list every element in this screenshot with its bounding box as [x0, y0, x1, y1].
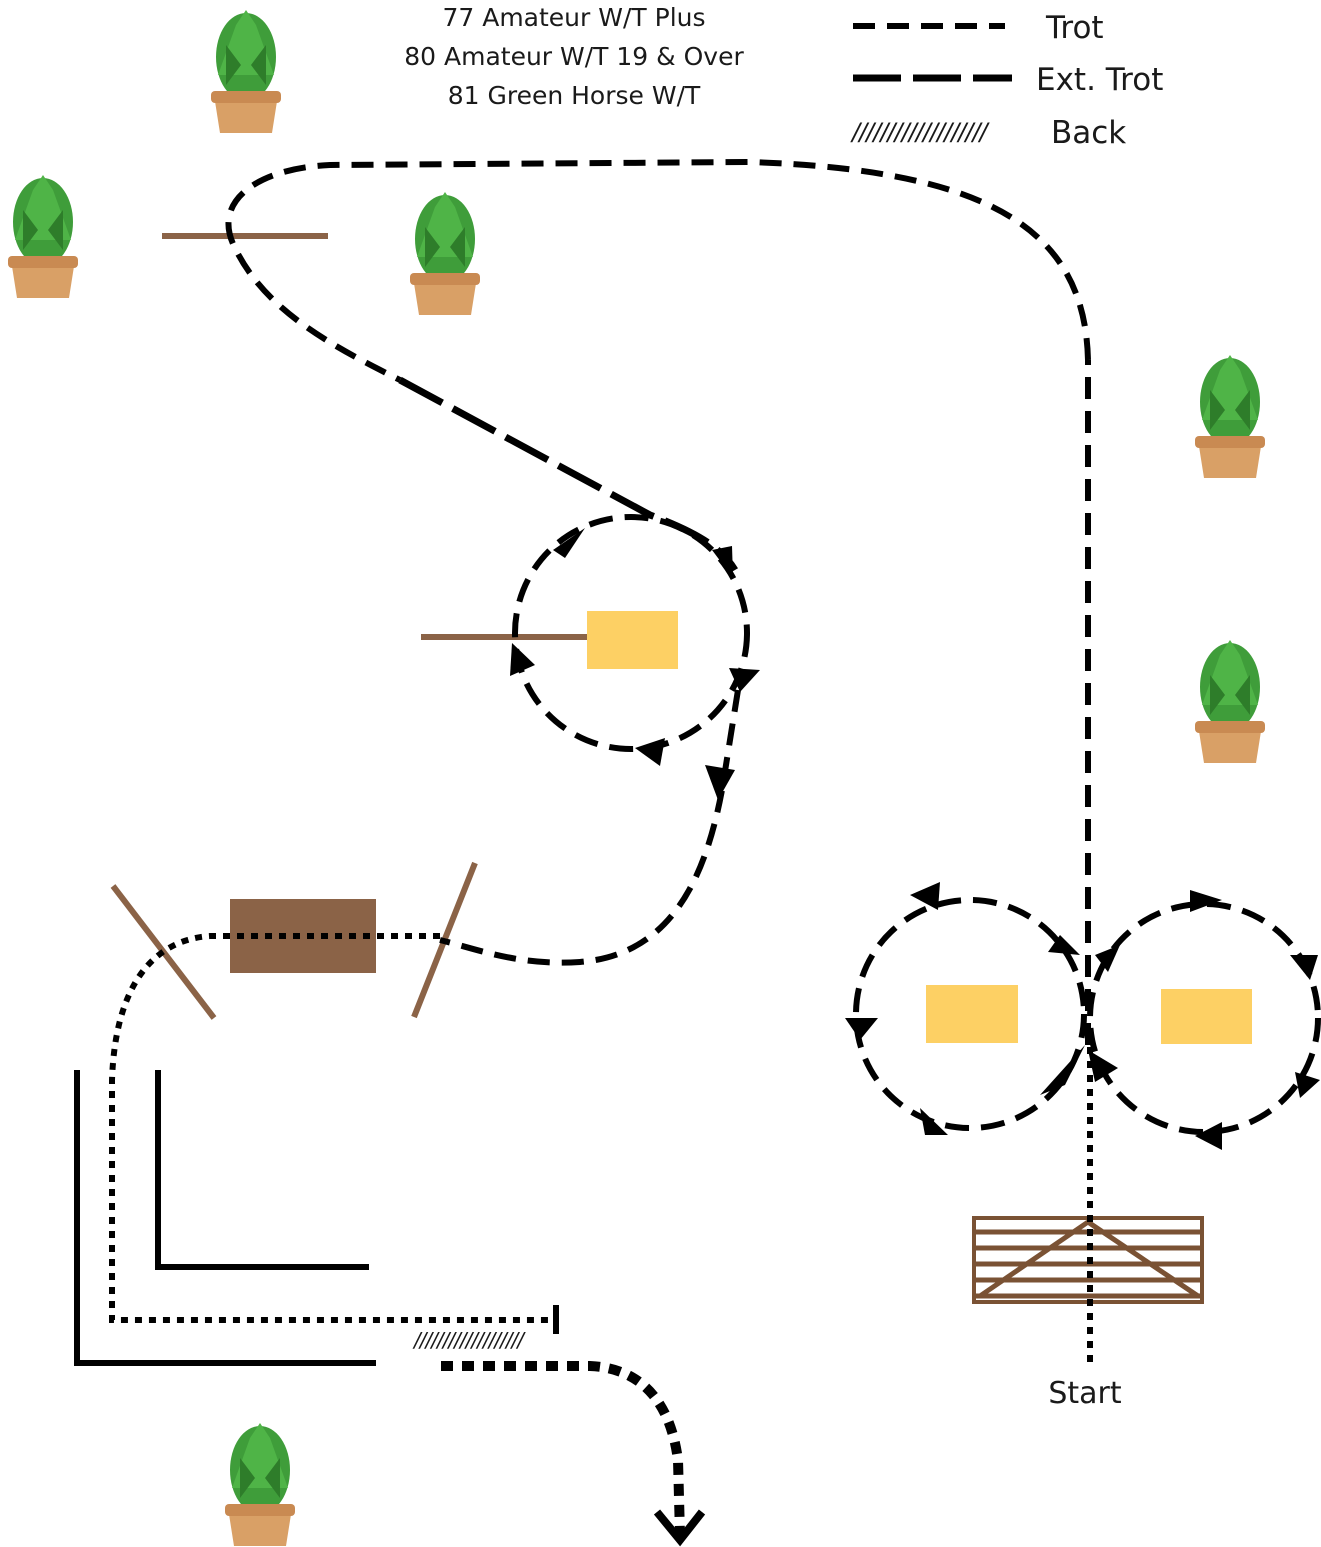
legend-trot-label: Trot — [1046, 10, 1104, 46]
arrowhead-icon — [1295, 1072, 1320, 1098]
legend-back-label: Back — [1051, 115, 1127, 151]
legend-ext-trot-label: Ext. Trot — [1036, 62, 1164, 98]
circle-path — [512, 514, 750, 752]
arrowhead-icon — [635, 738, 665, 766]
potted-plant-icon — [211, 10, 281, 133]
arrowhead-icon — [1290, 955, 1318, 980]
arrowhead-icon — [653, 1509, 706, 1547]
potted-plant-icon — [8, 175, 78, 298]
class-title: 81 Green Horse W/T — [447, 81, 701, 110]
back-through-outer-rail — [74, 1070, 376, 1366]
arrowhead-icon — [1195, 1122, 1222, 1150]
legend-back-mark: /////////////////// — [852, 118, 988, 146]
arrowhead-icon — [1190, 890, 1222, 912]
arrowhead-icon — [1048, 935, 1080, 955]
circle-path — [853, 897, 1087, 1131]
class-title: 77 Amateur W/T Plus — [442, 3, 706, 32]
arrowhead-icon — [553, 528, 585, 558]
cone-marker — [1161, 989, 1252, 1044]
course-path-exit — [441, 1361, 685, 1536]
potted-plant-icon — [410, 192, 480, 315]
arrowhead-icon — [1040, 1045, 1085, 1095]
course-back-mark: /////////////////// — [414, 1328, 524, 1352]
course-path-trot — [225, 158, 1091, 383]
arrowhead-icon — [920, 1108, 948, 1135]
ground-pole — [110, 884, 217, 1020]
potted-plant-icon — [1195, 355, 1265, 478]
course-path-walk — [109, 933, 555, 1323]
arrowhead-icon — [910, 882, 940, 910]
back-through-inner-rail — [155, 1070, 369, 1270]
arrowhead-icon — [1095, 945, 1120, 972]
potted-plant-icon — [225, 1423, 295, 1546]
circle-path — [1087, 901, 1321, 1135]
arrowhead-icon — [705, 765, 735, 800]
arrowhead-icon — [712, 546, 733, 578]
cone-marker — [926, 985, 1018, 1043]
arrowhead-icon — [729, 668, 760, 692]
course-path-trot — [439, 689, 741, 966]
cone-marker — [587, 611, 678, 669]
potted-plant-icon — [1195, 640, 1265, 763]
class-title: 80 Amateur W/T 19 & Over — [404, 42, 744, 71]
arrowhead-icon — [510, 643, 535, 676]
start-label: Start — [1048, 1376, 1122, 1411]
arrowhead-icon — [845, 1018, 878, 1040]
arrowhead-icon — [1088, 1050, 1118, 1082]
